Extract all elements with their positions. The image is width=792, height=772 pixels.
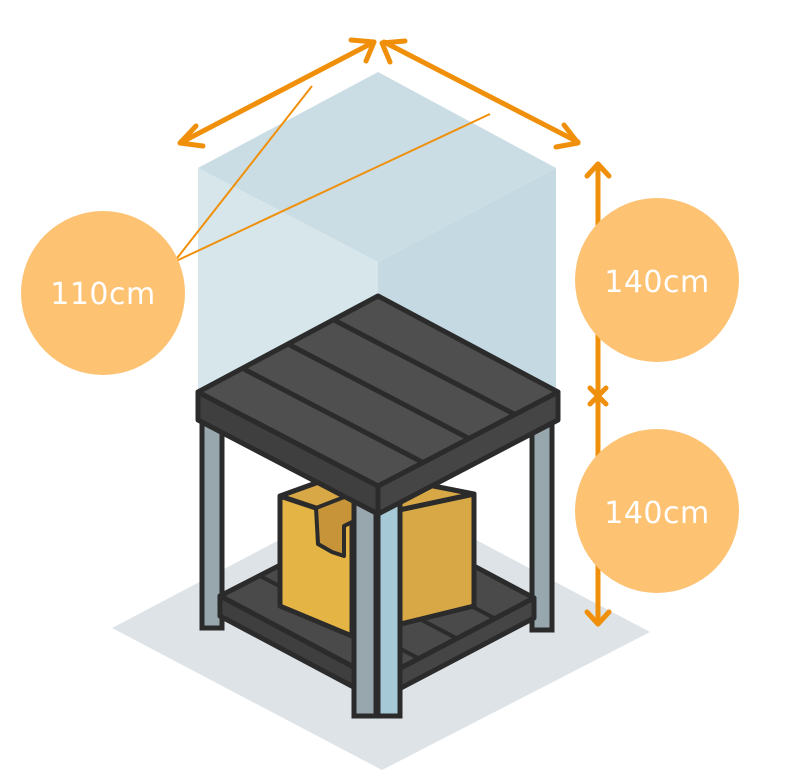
depth-arrow-line [381, 39, 581, 145]
arrow-head-icon [348, 37, 377, 64]
lower-height-label: 140cm [604, 496, 709, 531]
width-depth-badge: 110cm [21, 211, 185, 375]
width-leader-lines [173, 85, 491, 263]
rack-leg-front-right [375, 497, 403, 719]
upper-shelf-slat [286, 341, 470, 441]
arrow-head-icon [584, 609, 612, 627]
upper-height-label: 140cm [604, 265, 709, 300]
leader-line [173, 85, 313, 263]
arrow-head-icon [177, 123, 206, 149]
width-depth-arrows [177, 37, 581, 150]
arrow-head-icon [584, 161, 612, 179]
upper-shelf [195, 293, 561, 517]
leader-line [173, 113, 491, 263]
badge-circle [575, 198, 739, 362]
width-arrow-line [179, 39, 377, 145]
badge-circle [21, 211, 185, 375]
upper-shelf-slat [332, 317, 516, 417]
dimension-tick-icon [587, 385, 609, 407]
upper-shelf-slat [240, 365, 424, 465]
arrow-head-icon [379, 38, 408, 65]
badge-circle [575, 429, 739, 593]
lower-height-badge: 140cm [575, 429, 739, 593]
width-depth-label: 110cm [50, 277, 155, 312]
upper-height-badge: 140cm [575, 198, 739, 362]
rack-leg-front-left [351, 497, 379, 719]
arrow-head-icon [553, 122, 581, 150]
